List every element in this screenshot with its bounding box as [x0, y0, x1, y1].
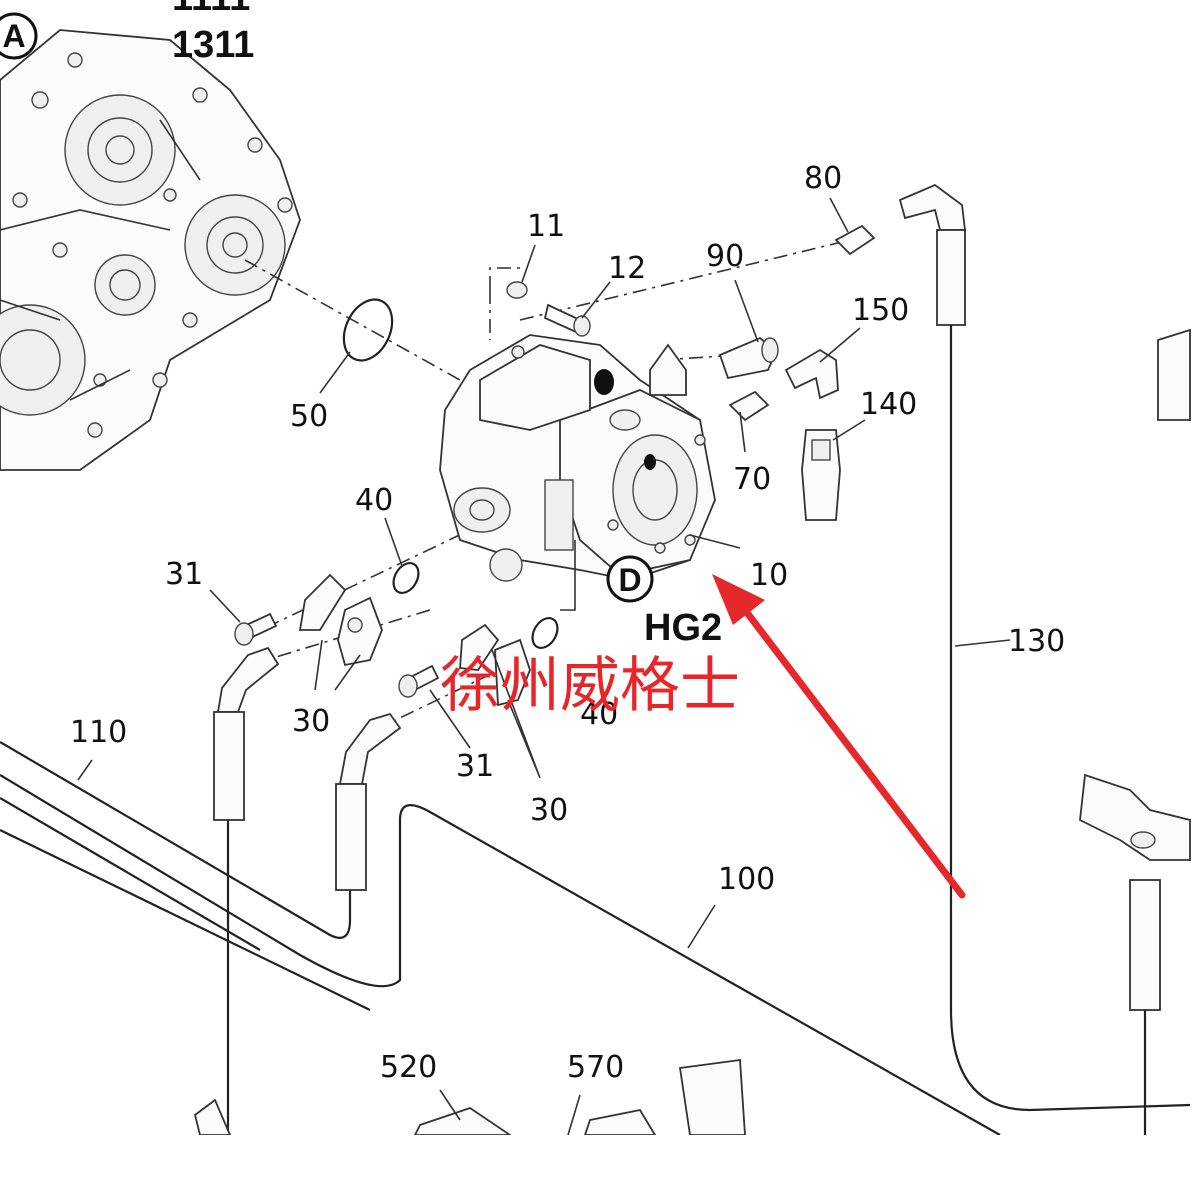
fitting-80: [834, 224, 876, 256]
hose-100: [0, 712, 1001, 1136]
bottom-partial-parts: [193, 1058, 746, 1136]
fitting-70: [728, 390, 770, 422]
label-30-right: 30: [530, 793, 568, 828]
label-10: 10: [750, 558, 788, 593]
elbow-fitting-150: [784, 348, 839, 400]
label-12: 12: [608, 251, 646, 286]
hydraulic-pump: [439, 334, 716, 611]
label-70: 70: [733, 462, 771, 497]
label-80: 80: [804, 161, 842, 196]
ref-1111-label: 1111: [172, 0, 250, 19]
red-arrow-annotation: [712, 574, 966, 899]
label-31-right: 31: [456, 749, 494, 784]
ref-1311-label: 1311: [172, 24, 254, 66]
label-50: 50: [290, 399, 328, 434]
callout-a-label: A: [2, 18, 25, 54]
callout-circle-a: [0, 12, 38, 60]
label-140: 140: [860, 387, 917, 422]
label-11: 11: [527, 209, 565, 244]
callout-circle-d: [606, 555, 654, 603]
label-110: 110: [70, 715, 127, 750]
label-31-left: 31: [165, 557, 203, 592]
hose-110: [0, 646, 352, 1135]
label-570: 570: [567, 1050, 624, 1085]
callout-d-label: D: [618, 562, 641, 598]
label-90: 90: [706, 239, 744, 274]
leader-lines: [77, 197, 1011, 1136]
part-number-labels: 11 12 90 80 150 140 70 50 40 40 31 31 30…: [70, 161, 1065, 1085]
label-130: 130: [1008, 624, 1065, 659]
label-40-bottom: 40: [580, 697, 618, 732]
split-flange-30-right: [459, 623, 531, 707]
gearbox-housing: [0, 29, 301, 471]
label-520: 520: [380, 1050, 437, 1085]
group-hg2-label: HG2: [644, 607, 722, 649]
split-flange-30-left: [298, 573, 383, 667]
fitting-140: [801, 429, 841, 521]
o-ring-40-bottom: [531, 616, 559, 650]
hose-130: [898, 183, 1191, 1112]
o-ring-50: [342, 298, 394, 362]
label-40-top: 40: [355, 483, 393, 518]
o-ring-40-top: [392, 561, 420, 595]
washer-11: [506, 281, 528, 299]
label-100: 100: [718, 862, 775, 897]
fitting-90: [718, 336, 779, 380]
label-150: 150: [852, 293, 909, 328]
label-30-left: 30: [292, 704, 330, 739]
watermark-text: 徐州威格士: [440, 651, 740, 721]
right-edge-valve: [1079, 328, 1191, 1135]
